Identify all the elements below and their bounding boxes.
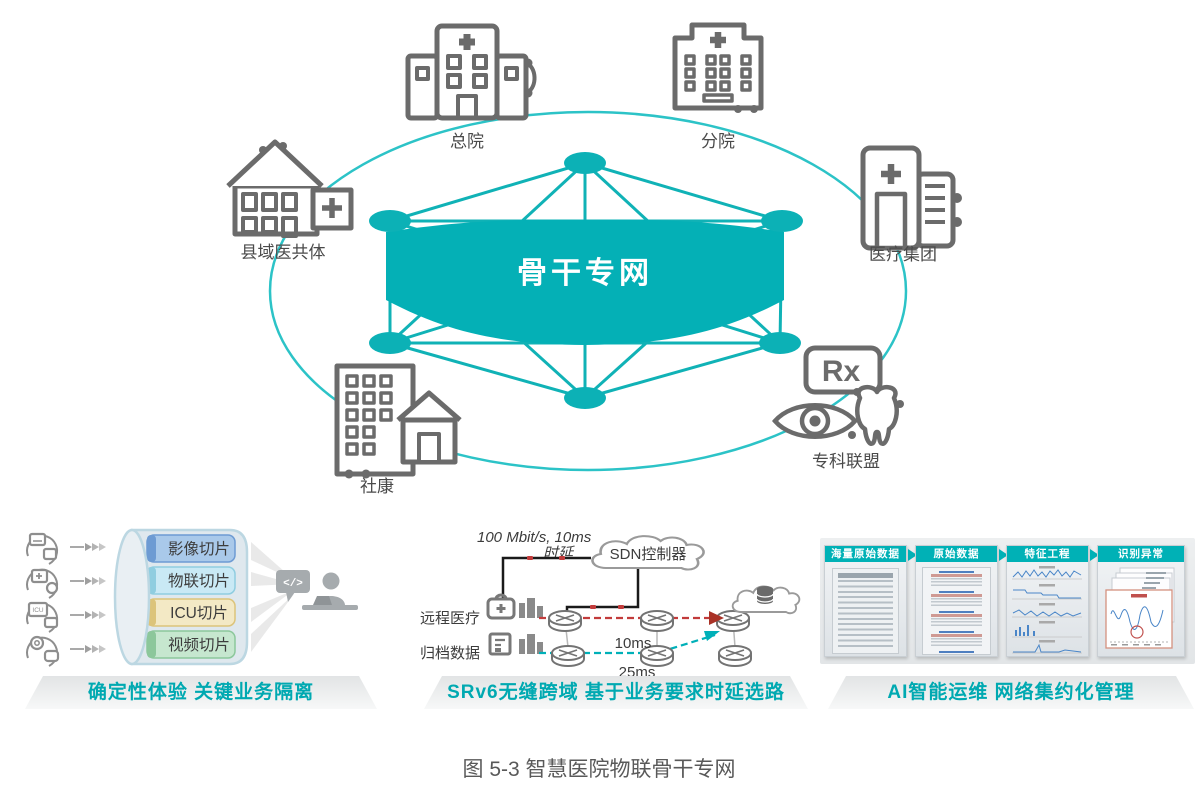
topology-diagram: 骨干专网 总院 — [226, 22, 962, 496]
dense-table-page — [832, 568, 899, 654]
branch-hospital-icon — [672, 22, 764, 113]
eye-icon — [772, 403, 858, 439]
flow-archive-label: 归档数据 — [420, 645, 480, 662]
step-arrow-icon — [908, 549, 917, 561]
ai-card-title: 原始数据 — [916, 546, 997, 562]
ai-caption-banner: AI智能运维 网络集约化管理 — [828, 676, 1194, 709]
anomaly-chart — [1105, 567, 1175, 649]
feed-arrows — [70, 543, 106, 653]
sdn-controller-label: SDN控制器 — [610, 546, 687, 563]
archive-buildings-icon — [519, 634, 543, 654]
slicing-panel: ICU — [26, 528, 358, 667]
rx-icon: Rx — [803, 345, 883, 396]
step-arrow-icon — [999, 549, 1008, 561]
main-hospital-icon — [405, 23, 537, 121]
ai-card-anomaly: 识别异常 — [1097, 545, 1185, 657]
ai-card-title: 特征工程 — [1007, 546, 1088, 562]
medical-group-label: 医疗集团 — [869, 245, 937, 264]
slice-cylinder: 影像切片 物联切片 ICU切片 视频切片 — [113, 528, 249, 666]
camera-devices-icon — [26, 635, 60, 667]
step-arrow-icon — [1090, 549, 1099, 561]
iot-devices-icon — [26, 568, 59, 599]
backbone-label: 骨干专网 — [517, 257, 653, 290]
code-bubble: </> — [283, 578, 303, 590]
main-hospital-label: 总院 — [450, 132, 484, 151]
first-aid-kit-icon — [486, 593, 516, 620]
svg-text:ICU: ICU — [32, 607, 44, 614]
imaging-devices-icon — [26, 532, 59, 565]
slicing-caption-banner: 确定性体验 关键业务隔离 — [25, 676, 377, 709]
branch-hospital-label: 分院 — [701, 132, 735, 151]
community-clinic-icon — [334, 363, 462, 479]
bandwidth-label: 100 Mbit/s, 10ms — [477, 529, 592, 546]
archive-doc-icon — [488, 632, 512, 656]
figure-caption: 图 5-3 智慧医院物联骨干专网 — [462, 758, 736, 781]
slice-label-video: 视频切片 — [168, 636, 230, 654]
county-alliance-label: 县域医共体 — [241, 243, 326, 262]
latency-10-label: 10ms — [615, 635, 652, 652]
specialist-alliance-label: 专科联盟 — [812, 452, 880, 471]
flow-telemedicine-label: 远程医疗 — [420, 610, 480, 627]
feature-sparklines — [1012, 566, 1082, 654]
mini-tables-page — [922, 567, 991, 655]
network-ring — [268, 110, 908, 472]
sdn-controller-cloud — [591, 535, 705, 571]
red-arrowhead — [709, 611, 724, 625]
ai-card-features: 特征工程 — [1006, 545, 1089, 657]
delay-label: 时延 — [543, 545, 575, 562]
controller-link-1 — [501, 556, 591, 598]
teal-arrowhead — [704, 631, 720, 641]
ai-card-raw: 原始数据 — [915, 545, 998, 657]
ai-card-title: 海量原始数据 — [825, 546, 906, 562]
medical-group-icon — [860, 145, 962, 251]
operator-icon: </> — [276, 570, 358, 610]
ai-card-raw-mass: 海量原始数据 — [824, 545, 907, 657]
ai-card-title: 识别异常 — [1098, 546, 1184, 562]
srv6-panel: 100 Mbit/s, 10ms 时延 SDN控制器 远程医疗 归档数据 — [420, 529, 801, 681]
srv6-caption-banner: SRv6无缝跨域 基于业务要求时延选路 — [424, 676, 808, 709]
slice-label-iot: 物联切片 — [168, 572, 230, 590]
backbone-ribbon — [386, 219, 784, 345]
slice-label-icu: ICU切片 — [170, 604, 228, 622]
county-alliance-icon — [226, 139, 354, 238]
community-clinic-label: 社康 — [360, 477, 394, 496]
slice-label-imaging: 影像切片 — [168, 540, 230, 558]
tooth-icon — [855, 384, 904, 446]
hospital-buildings-icon — [519, 598, 543, 618]
svg-text:Rx: Rx — [822, 355, 861, 388]
database-icon — [756, 586, 774, 604]
icu-devices-icon: ICU — [26, 601, 59, 633]
mesh-nodes — [369, 152, 803, 409]
controller-link-2 — [565, 568, 640, 612]
routers — [548, 610, 752, 667]
